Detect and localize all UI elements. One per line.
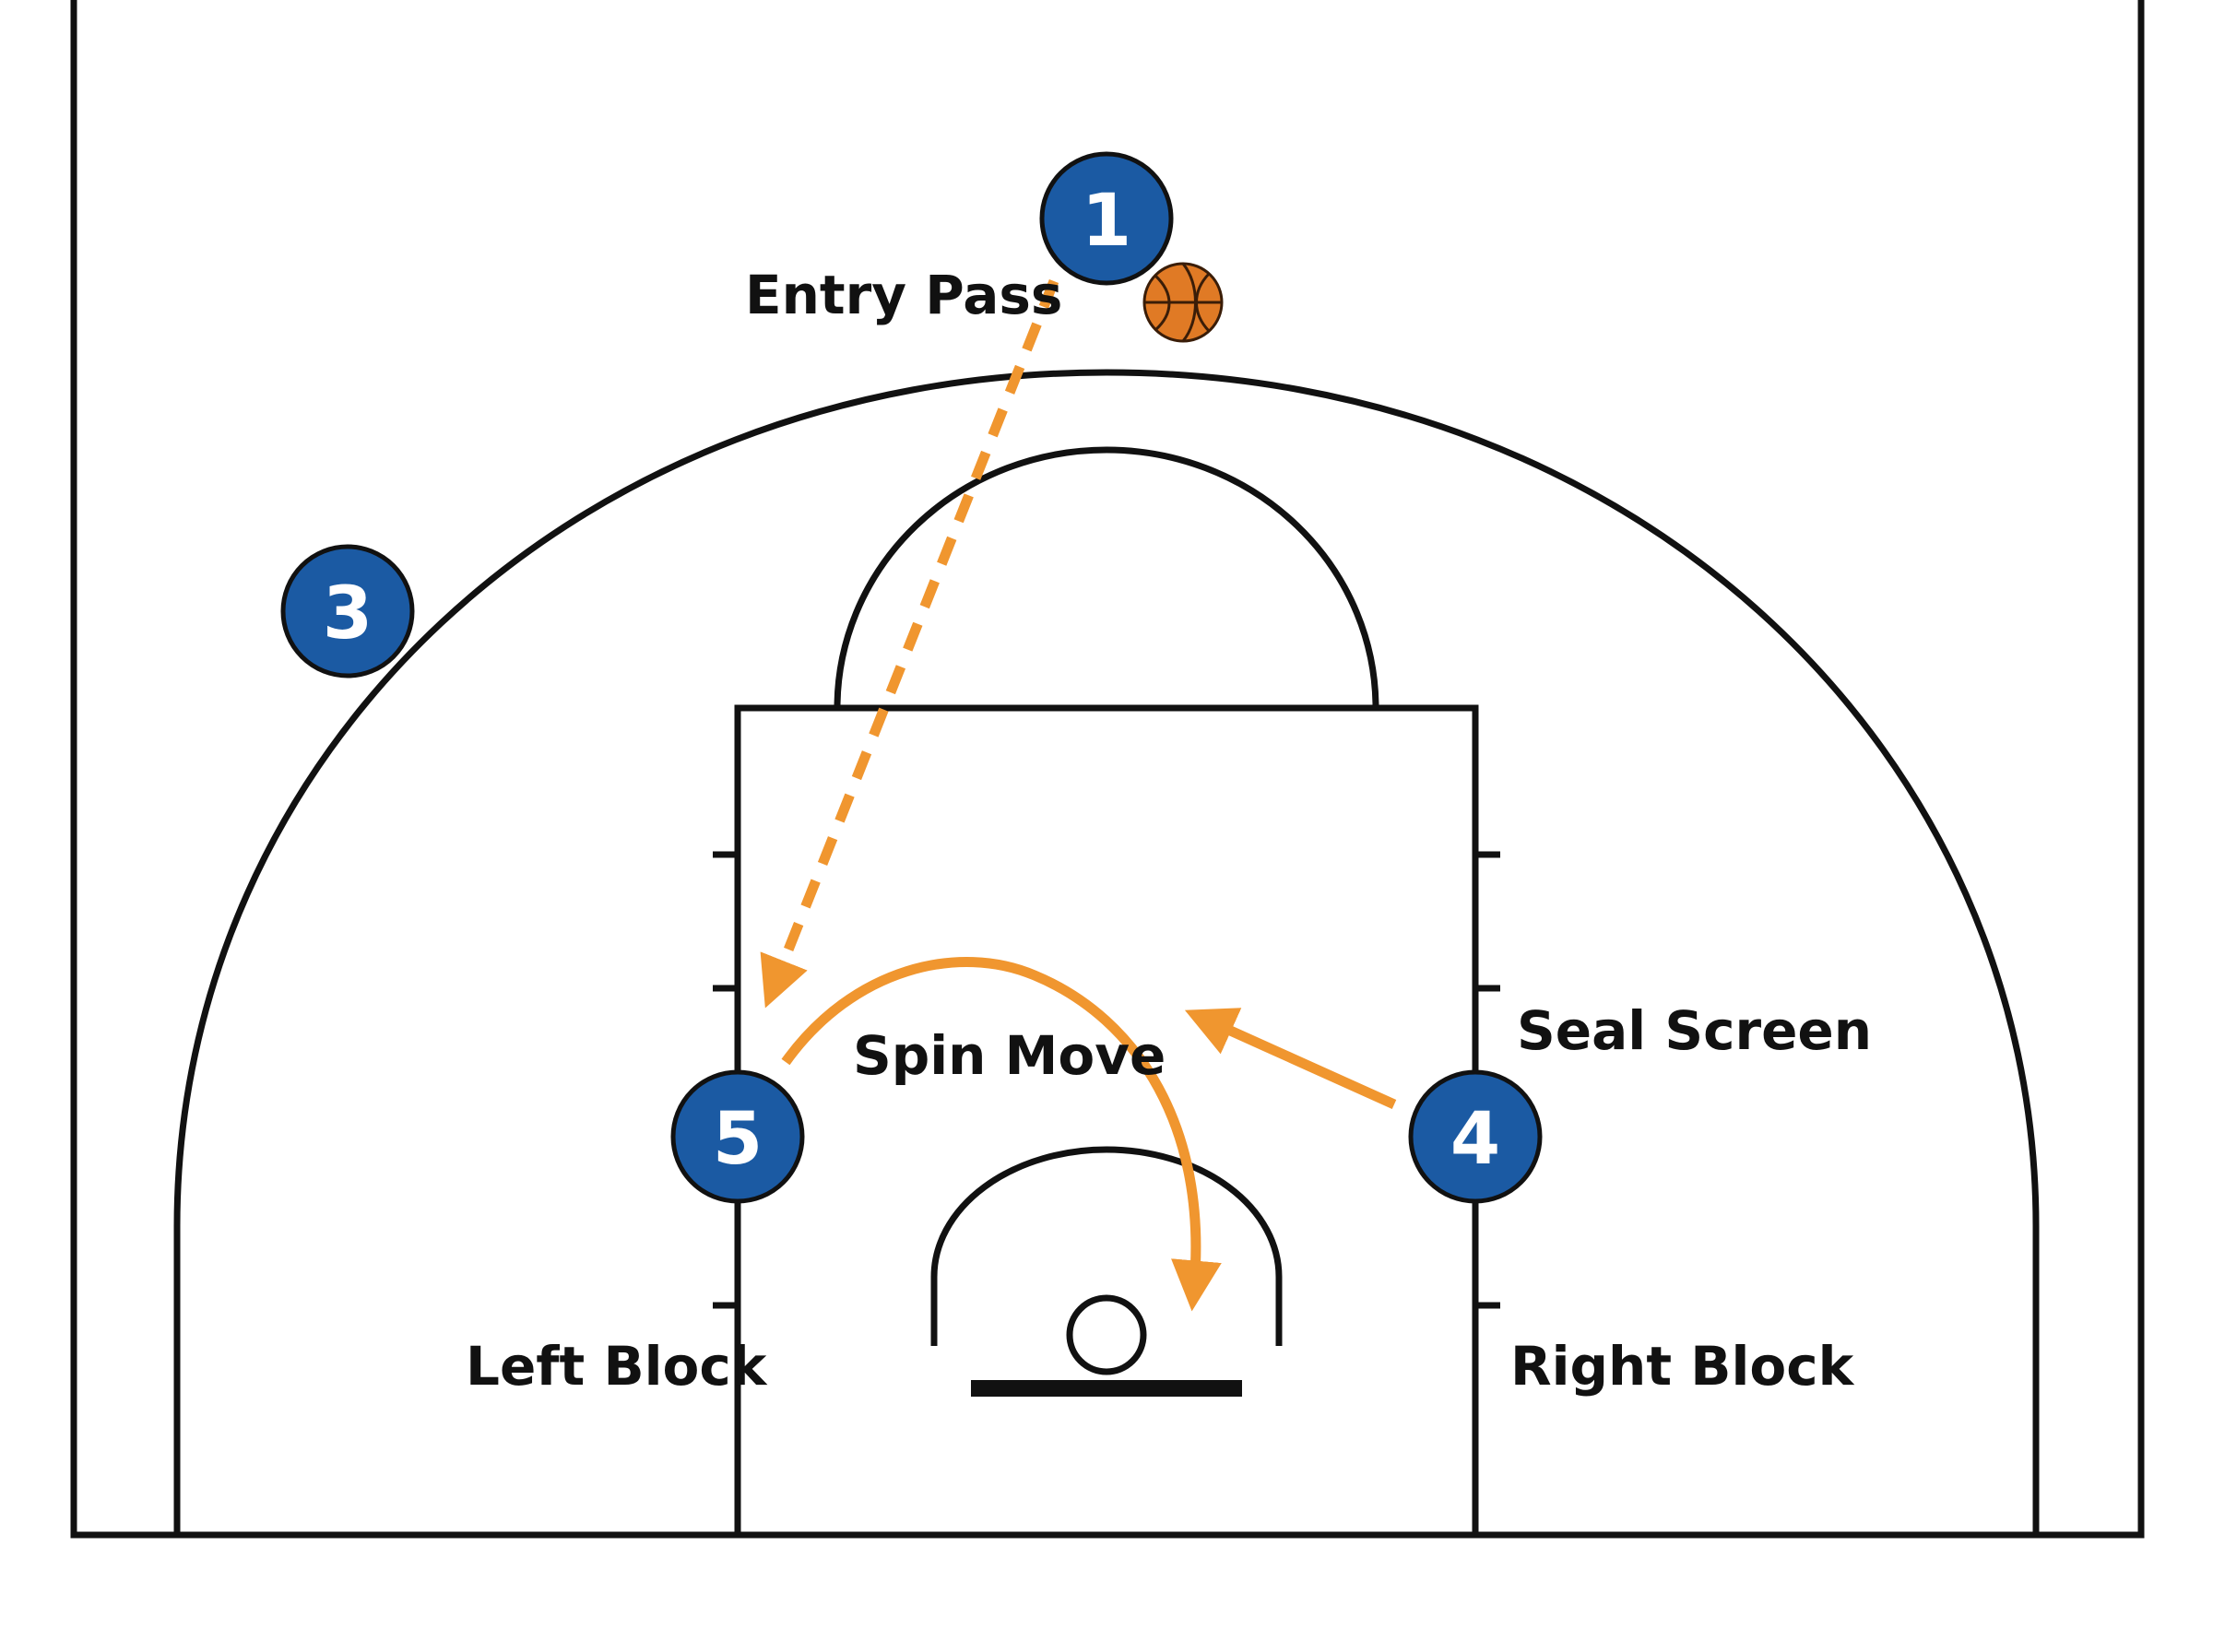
labels: Entry Pass Spin Move Seal Screen Left Bl… <box>466 264 1872 1398</box>
seal-screen-label: Seal Screen <box>1517 999 1872 1062</box>
entry-pass-label: Entry Pass <box>745 264 1062 326</box>
players: 1 3 5 4 <box>280 151 1543 1204</box>
player-3[interactable]: 3 <box>280 544 415 678</box>
restricted-area-arc <box>930 1146 1283 1346</box>
seal-screen-arrow <box>1184 1008 1397 1110</box>
player-4[interactable]: 4 <box>1408 1069 1543 1204</box>
basketball-icon <box>1142 262 1224 343</box>
player-5-number: 5 <box>713 1098 763 1181</box>
three-point-line <box>173 369 2040 1535</box>
rim <box>1066 1294 1147 1375</box>
player-5[interactable]: 5 <box>670 1069 805 1204</box>
left-block-label: Left Block <box>466 1335 768 1398</box>
player-1[interactable]: 1 <box>1039 151 1174 286</box>
right-block-label: Right Block <box>1510 1335 1855 1398</box>
player-1-number: 1 <box>1082 180 1131 263</box>
entry-pass-arrow <box>760 278 1059 1009</box>
free-throw-circle <box>834 446 1379 709</box>
paint-lane <box>734 704 1479 1539</box>
spin-move-arrow <box>781 956 1222 1312</box>
player-3-number: 3 <box>323 572 373 655</box>
spin-move-label: Spin Move <box>853 1024 1166 1087</box>
movement-arrows <box>760 278 1397 1312</box>
player-4-number: 4 <box>1450 1098 1500 1181</box>
lane-hash-marks <box>713 851 1500 1309</box>
